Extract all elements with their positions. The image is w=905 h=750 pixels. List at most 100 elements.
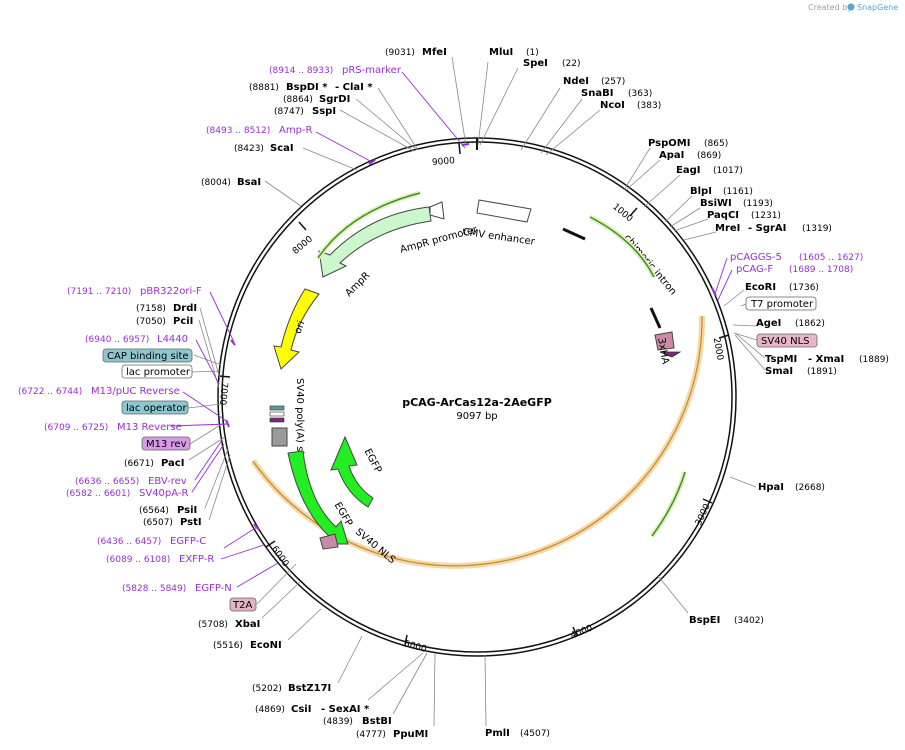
- primer-connector-pbr322ori-f: [209, 291, 235, 343]
- site-bsai-pos: (8004): [201, 178, 231, 188]
- site-econi[interactable]: EcoNI: [250, 640, 282, 651]
- feature-box-m13-rev[interactable]: M13 rev: [141, 436, 191, 451]
- site-bsiwi[interactable]: BsiWI: [700, 198, 732, 209]
- feature-box-t7-promoter[interactable]: T7 promoter: [745, 296, 817, 311]
- egfp-inner-label: EGFP: [362, 447, 384, 475]
- site-ppumi-pos: (4777): [356, 730, 386, 740]
- connector-lines: [187, 56, 766, 727]
- site-bstbi-pos: (4839): [323, 717, 353, 727]
- primer-egfp-c[interactable]: EGFP-C: [170, 536, 206, 547]
- feature-box-lac-promoter[interactable]: lac promoter: [121, 364, 193, 379]
- site-xbai[interactable]: XbaI: [235, 619, 260, 630]
- site-pspomi[interactable]: PspOMI: [648, 138, 690, 149]
- feature-box-sv40-nls[interactable]: SV40 NLS: [756, 333, 818, 348]
- site-xmai[interactable]: - XmaI: [808, 354, 844, 365]
- cmv-enhancer-arrow: [476, 199, 532, 223]
- connector-bsai: [264, 180, 302, 207]
- sv40-nls-label: SV40 NLS: [761, 336, 810, 347]
- tick-label-7000: 7000: [217, 382, 229, 406]
- primer-exfp-r[interactable]: EXFP-R: [179, 554, 214, 565]
- site-mlui-pos: (1): [526, 48, 539, 58]
- credit-prefix: Created by: [808, 3, 852, 12]
- primer-amp-r-range: (8493 .. 8512): [206, 126, 270, 136]
- primer-prs-marker[interactable]: pRS-marker: [342, 65, 402, 76]
- site-smai[interactable]: SmaI: [765, 366, 793, 377]
- site-sexai[interactable]: - SexAI *: [321, 704, 370, 715]
- primer-ebv-rev[interactable]: EBV-rev: [148, 476, 187, 487]
- connector-t2a: [256, 563, 297, 605]
- primer-connector-exfp-r: [220, 544, 265, 560]
- site-mrei[interactable]: MreI: [715, 223, 740, 234]
- site-bspdi[interactable]: BspDI *: [286, 82, 328, 93]
- site-csii[interactable]: CsiI: [291, 704, 311, 715]
- primer-m13-puc-reverse[interactable]: M13/pUC Reverse: [91, 386, 180, 397]
- site-sgrai[interactable]: - SgrAI: [748, 223, 786, 234]
- site-bspei[interactable]: BspEI: [689, 615, 720, 626]
- tick-3000: [702, 498, 713, 504]
- primer-m13-reverse[interactable]: M13 Reverse: [117, 422, 182, 433]
- feature-box-lac-operator[interactable]: lac operator: [121, 400, 189, 415]
- site-pcii[interactable]: PciI: [173, 316, 193, 327]
- site-spei[interactable]: SpeI: [523, 58, 548, 69]
- site-sgrai-pos: (1319): [802, 224, 832, 234]
- site-clai[interactable]: - ClaI *: [335, 82, 373, 93]
- site-agei[interactable]: AgeI: [756, 318, 781, 329]
- site-apai[interactable]: ApaI: [659, 150, 684, 161]
- site-snabi[interactable]: SnaBI: [581, 88, 613, 99]
- mark-prs-marker: [461, 143, 470, 146]
- tick-2000: [718, 334, 730, 339]
- site-mfei[interactable]: MfeI: [422, 47, 447, 58]
- t2a-label: T2A: [232, 600, 252, 611]
- connector-tspmi: [734, 332, 766, 359]
- cap-binding-site-label: CAP binding site: [107, 351, 189, 362]
- site-ecori[interactable]: EcoRI: [745, 282, 776, 293]
- primer-l4440[interactable]: L4440: [157, 334, 188, 345]
- primer-egfp-n[interactable]: EGFP-N: [195, 583, 232, 594]
- site-ncoi-pos: (383): [637, 101, 661, 111]
- ampr-promoter-arrow: [429, 201, 445, 220]
- site-sspi-pos: (8747): [274, 107, 304, 117]
- site-blpi[interactable]: BlpI: [690, 186, 712, 197]
- connector-drdi: [199, 307, 221, 380]
- site-ncoi[interactable]: NcoI: [600, 100, 625, 111]
- primer-amp-r[interactable]: Amp-R: [279, 125, 313, 136]
- connector-mlui: [477, 61, 489, 146]
- feature-box-cap-binding-site[interactable]: CAP binding site: [102, 348, 193, 363]
- site-hpai[interactable]: HpaI: [758, 482, 784, 493]
- site-scai[interactable]: ScaI: [270, 143, 294, 154]
- site-paqci[interactable]: PaqCI: [707, 210, 739, 221]
- primer-ebv-rev-range: (6636 .. 6655): [75, 477, 139, 487]
- site-psti[interactable]: PstI: [180, 517, 202, 528]
- site-csii-pos: (4869): [255, 705, 285, 715]
- mark-egfp-c: [253, 523, 260, 531]
- primer-pcag-f[interactable]: pCAG-F: [736, 264, 773, 275]
- site-bsai[interactable]: BsaI: [237, 177, 261, 188]
- primer-pcaggs-5[interactable]: pCAGGS-5: [730, 252, 782, 263]
- site-bstbi[interactable]: BstBI: [362, 716, 392, 727]
- site-mlui[interactable]: MluI: [489, 47, 513, 58]
- site-ndei[interactable]: NdeI: [563, 76, 589, 87]
- connector-hpai: [729, 476, 757, 488]
- site-paci[interactable]: PacI: [161, 458, 184, 469]
- connector-sv40nls: [733, 332, 758, 341]
- site-sgrdi[interactable]: SgrDI: [319, 94, 350, 105]
- site-bstz17i[interactable]: BstZ17I: [288, 683, 331, 694]
- site-ppumi[interactable]: PpuMI: [393, 729, 428, 740]
- chimeric-intron-start: [562, 227, 586, 241]
- site-drdi[interactable]: DrdI: [173, 303, 197, 314]
- site-tspmi[interactable]: TspMI: [765, 354, 797, 365]
- site-psii[interactable]: PsiI: [177, 505, 197, 516]
- ampr-promoter-label: AmpR promoter: [399, 224, 479, 255]
- mark-pcag: [711, 287, 717, 297]
- connector-blpi: [664, 195, 693, 223]
- connector-cap: [193, 354, 222, 366]
- connector-bspei: [657, 575, 689, 614]
- primer-sv40pa-r[interactable]: SV40pA-R: [139, 488, 188, 499]
- site-eagi[interactable]: EagI: [676, 165, 700, 176]
- primer-pbr322ori-f[interactable]: pBR322ori-F: [140, 286, 202, 297]
- site-sspi[interactable]: SspI: [312, 106, 336, 117]
- site-pmli[interactable]: PmlI: [485, 728, 510, 739]
- feature-box-t2a[interactable]: T2A: [229, 597, 257, 612]
- connector-bspdi: [377, 87, 419, 151]
- primer-l4440-range: (6940 .. 6957): [85, 335, 149, 345]
